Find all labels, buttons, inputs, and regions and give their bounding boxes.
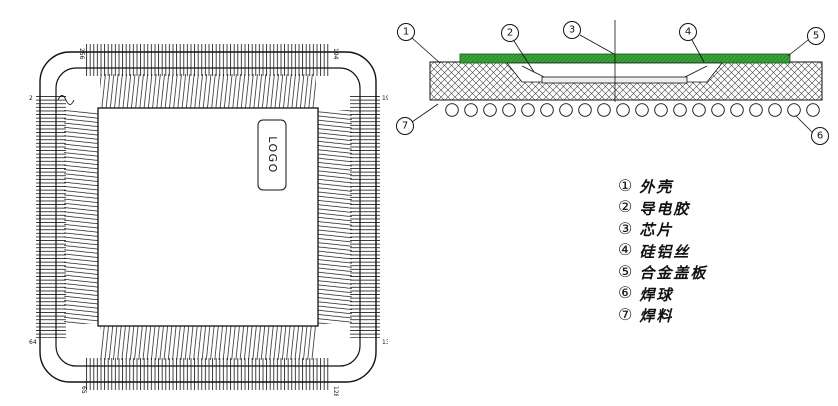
legend-item-label: 硅铝丝 [639,244,691,261]
legend-item-label: 合金盖板 [639,266,708,283]
legend-item-number: ⑦ [618,306,633,324]
logo-label: LOGO [266,136,279,174]
bottom-pin-leads [86,358,330,390]
pin-number-top-right: 194 [332,48,339,60]
callout-1: 1 [403,27,409,38]
legend-item-number: ③ [618,220,633,238]
callout-2: 2 [507,28,513,39]
legend-item-label: 焊球 [639,287,674,304]
legend-item: ⑦ 焊料 [618,305,707,327]
legend-item: ① 外壳 [618,176,707,198]
top-pin-leads [86,44,330,76]
cross-section-diagram: 1 2 3 4 5 6 7 [396,20,829,145]
callout-4: 4 [685,27,691,38]
right-pin-leads [350,96,380,338]
pin-number-top-left: 256 [78,48,85,60]
package-outer-outline [39,51,377,383]
legend-item: ⑥ 焊球 [618,284,707,306]
pin-number-left-top: 2 [29,95,33,102]
callout-leader-lines [411,34,813,133]
pin-number-right-bottom: 130 [382,339,388,346]
alloy-cover-texture [460,54,790,63]
bond-wire-left [521,65,545,78]
pin-number-left-bottom: 64 [29,339,37,346]
legend: ① 外壳 ② 导电胶 ③ 芯片 ④ 硅铝丝 ⑤ 合金盖板 ⑥ 焊球 ⑦ 焊料 [618,176,707,327]
left-pin-leads [36,96,66,338]
pin-number-bottom-left: 65 [80,386,87,394]
legend-item-number: ④ [618,242,633,260]
logo-box: LOGO [257,119,287,191]
callouts: 1 2 3 4 5 6 7 [396,21,829,145]
qfp-top-view-diagram: LOGO 2 64 192 130 256 194 65 128 [29,44,388,396]
pin-number-right-top: 192 [382,95,388,102]
bond-wire-right [684,65,708,78]
callout-7: 7 [402,121,408,132]
legend-item-label: 导电胶 [639,201,691,218]
top-bond-wires [100,74,316,108]
solder-balls [445,103,820,117]
legend-item-number: ⑥ [618,285,633,303]
legend-item-number: ② [618,199,633,217]
legend-item: ② 导电胶 [618,198,707,220]
callout-6: 6 [817,131,823,142]
legend-item-number: ⑤ [618,263,633,281]
right-bond-wires [318,110,352,324]
legend-item: ⑤ 合金盖板 [618,262,707,284]
left-bond-wires [64,110,98,324]
pin-number-bottom-right: 128 [332,386,339,396]
legend-item-label: 外壳 [639,180,674,197]
die-chip [541,76,688,84]
callout-5: 5 [813,31,819,42]
callout-3: 3 [569,25,575,36]
legend-item: ④ 硅铝丝 [618,241,707,263]
pin1-marker [57,95,75,105]
legend-item-label: 焊料 [639,309,674,326]
legend-item: ③ 芯片 [618,219,707,241]
bottom-bond-wires [100,326,316,360]
package-inner-outline [55,67,361,367]
legend-item-label: 芯片 [639,223,674,240]
legend-item-number: ① [618,177,633,195]
